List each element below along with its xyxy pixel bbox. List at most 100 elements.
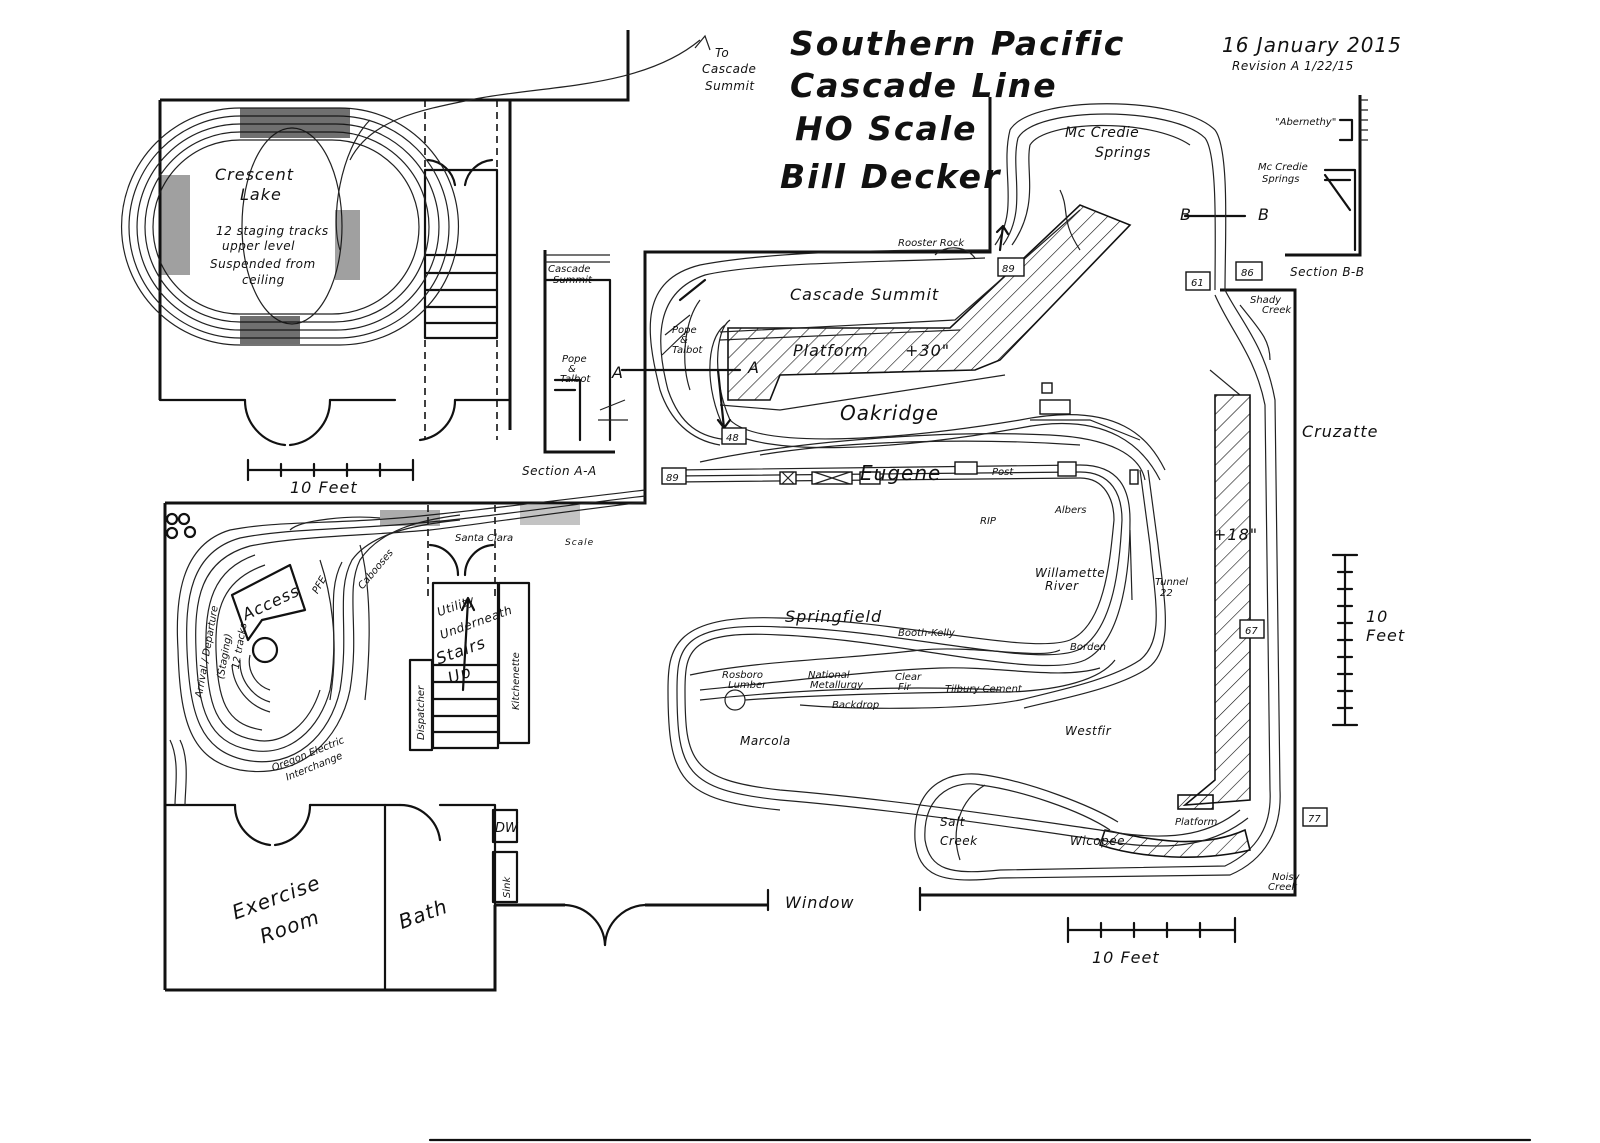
svg-text:48: 48 bbox=[726, 433, 739, 444]
svg-text:89: 89 bbox=[666, 473, 679, 484]
bath-label: Bath bbox=[395, 894, 451, 934]
title-line-4: Bill Decker bbox=[780, 157, 1001, 196]
noisy-creek-1: Noisy bbox=[1272, 872, 1301, 883]
pope-talbot-2: & bbox=[680, 335, 688, 346]
aa-pope-1: Pope bbox=[562, 354, 587, 365]
platform-30-label: Platform bbox=[793, 341, 869, 360]
svg-text:77: 77 bbox=[1308, 814, 1321, 825]
scale-right-unit: Feet bbox=[1366, 626, 1405, 645]
scale-bar-upper bbox=[246, 458, 415, 482]
abernethy-label: "Abernethy" bbox=[1275, 117, 1336, 128]
rip-label: RIP bbox=[980, 516, 997, 527]
lake-label: Lake bbox=[240, 185, 282, 204]
clear-fir-1: Clear bbox=[895, 672, 922, 683]
bb-mccredie-1: Mc Credie bbox=[1258, 162, 1308, 173]
scale-right-number: 10 bbox=[1366, 607, 1388, 626]
eugene-label: Eugene bbox=[860, 461, 941, 485]
title-line-3: HO Scale bbox=[795, 109, 977, 148]
tunnel-1: Tunnel bbox=[1155, 577, 1188, 588]
plus-18-label: +18" bbox=[1213, 525, 1258, 544]
national-1: National bbox=[808, 670, 850, 681]
title-line-2: Cascade Line bbox=[790, 66, 1058, 105]
dispatcher-label: Dispatcher bbox=[416, 685, 427, 740]
wicopee-label: Wicopee bbox=[1070, 834, 1125, 848]
salt-creek-1: Salt bbox=[940, 815, 966, 829]
scale-bar-right bbox=[1331, 553, 1359, 727]
staging-note-1: 12 staging tracks bbox=[216, 224, 329, 238]
salt-creek-2: Creek bbox=[940, 834, 978, 848]
rooster-rock-label: Rooster Rock bbox=[898, 238, 965, 249]
rosboro-2: Lumber bbox=[728, 680, 767, 691]
backdrop-label: Backdrop bbox=[832, 700, 879, 711]
milepost-86: 86 bbox=[1235, 261, 1263, 281]
pope-talbot-1: Pope bbox=[672, 325, 697, 336]
platform-18-label: Platform bbox=[1175, 817, 1218, 828]
santa-clara-label: Santa Clara bbox=[455, 533, 513, 544]
cascade-summit-label: Cascade Summit bbox=[790, 285, 939, 304]
cascade-summit-area bbox=[649, 103, 1227, 481]
rooster-rock-arrow bbox=[995, 224, 1010, 252]
national-2: Metallurgy bbox=[810, 680, 864, 691]
tilbury-label: Tilbury Cement bbox=[945, 684, 1023, 695]
crescent-lake-staging bbox=[120, 34, 711, 346]
arrival-label-3: 12 tracks bbox=[231, 622, 250, 670]
svg-text:89: 89 bbox=[1002, 264, 1015, 275]
aa-pope-3: Talbot bbox=[560, 374, 591, 385]
scale-bar-bottom bbox=[1066, 916, 1237, 944]
dw-label: DW bbox=[495, 821, 519, 836]
mccredie-label-2: Springs bbox=[1095, 145, 1151, 161]
arrival-label-2: (Staging) bbox=[216, 633, 235, 680]
title-line-1: Southern Pacific bbox=[790, 24, 1125, 63]
staging-note-3: Suspended from bbox=[210, 257, 316, 271]
milepost-67: 67 bbox=[1239, 619, 1265, 639]
milepost-77: 77 bbox=[1302, 807, 1328, 827]
rosboro-1: Rosboro bbox=[722, 670, 763, 681]
window-label: Window bbox=[785, 893, 854, 912]
aa-summit-2: Summit bbox=[553, 275, 593, 286]
to-cascade-label: Cascade bbox=[702, 62, 756, 76]
marcola-label: Marcola bbox=[740, 734, 791, 748]
post-label: Post bbox=[992, 467, 1014, 478]
noisy-creek-2: Creek bbox=[1268, 882, 1298, 893]
pope-talbot-3: Talbot bbox=[672, 345, 703, 356]
section-a-a-title: Section A-A bbox=[522, 464, 597, 478]
svg-text:86: 86 bbox=[1241, 268, 1254, 279]
date-text: 16 January 2015 bbox=[1222, 33, 1402, 57]
springfield-label: Springfield bbox=[785, 607, 882, 626]
scale-upper-label: 10 Feet bbox=[290, 478, 358, 497]
revision-text: Revision A 1/22/15 bbox=[1232, 59, 1354, 73]
arrival-departure-staging bbox=[165, 489, 646, 806]
to-label: To bbox=[715, 46, 729, 60]
kitchenette-label: Kitchenette bbox=[511, 652, 522, 710]
section-b-right-letter: B bbox=[1258, 205, 1270, 224]
aa-pope-2: & bbox=[568, 364, 576, 375]
section-a-left-letter: A bbox=[611, 363, 624, 382]
shady-creek-2: Creek bbox=[1262, 305, 1292, 316]
svg-text:61: 61 bbox=[1191, 278, 1204, 289]
tunnel-2: 22 bbox=[1160, 588, 1173, 599]
willamette-2: River bbox=[1045, 579, 1079, 593]
shady-creek-1: Shady bbox=[1250, 295, 1282, 306]
milepost-89-bottom: 89 bbox=[661, 467, 687, 485]
staging-note-4: ceiling bbox=[242, 273, 285, 287]
aa-summit-1: Cascade bbox=[548, 264, 590, 275]
westfir-label: Westfir bbox=[1065, 724, 1112, 738]
milepost-48: 48 bbox=[721, 427, 747, 445]
oakridge-eugene-yards bbox=[674, 289, 1281, 879]
crescent-label: Crescent bbox=[215, 165, 294, 184]
svg-text:67: 67 bbox=[1245, 626, 1258, 637]
springfield-loop bbox=[667, 519, 1249, 881]
milepost-61: 61 bbox=[1185, 271, 1211, 291]
clear-fir-2: Fir bbox=[898, 682, 912, 693]
to-summit-label: Summit bbox=[705, 79, 755, 93]
staging-note-2: upper level bbox=[222, 239, 295, 253]
arrival-label-1: Arrival / Departure bbox=[194, 605, 221, 700]
scale-label: Scale bbox=[565, 538, 594, 548]
mccredie-label-1: Mc Credie bbox=[1065, 125, 1139, 141]
section-a-a-drawing bbox=[543, 250, 628, 454]
bb-mccredie-2: Springs bbox=[1262, 174, 1299, 185]
scale-bottom-label: 10 Feet bbox=[1092, 948, 1160, 967]
pope-talbot-pointer bbox=[678, 278, 707, 302]
